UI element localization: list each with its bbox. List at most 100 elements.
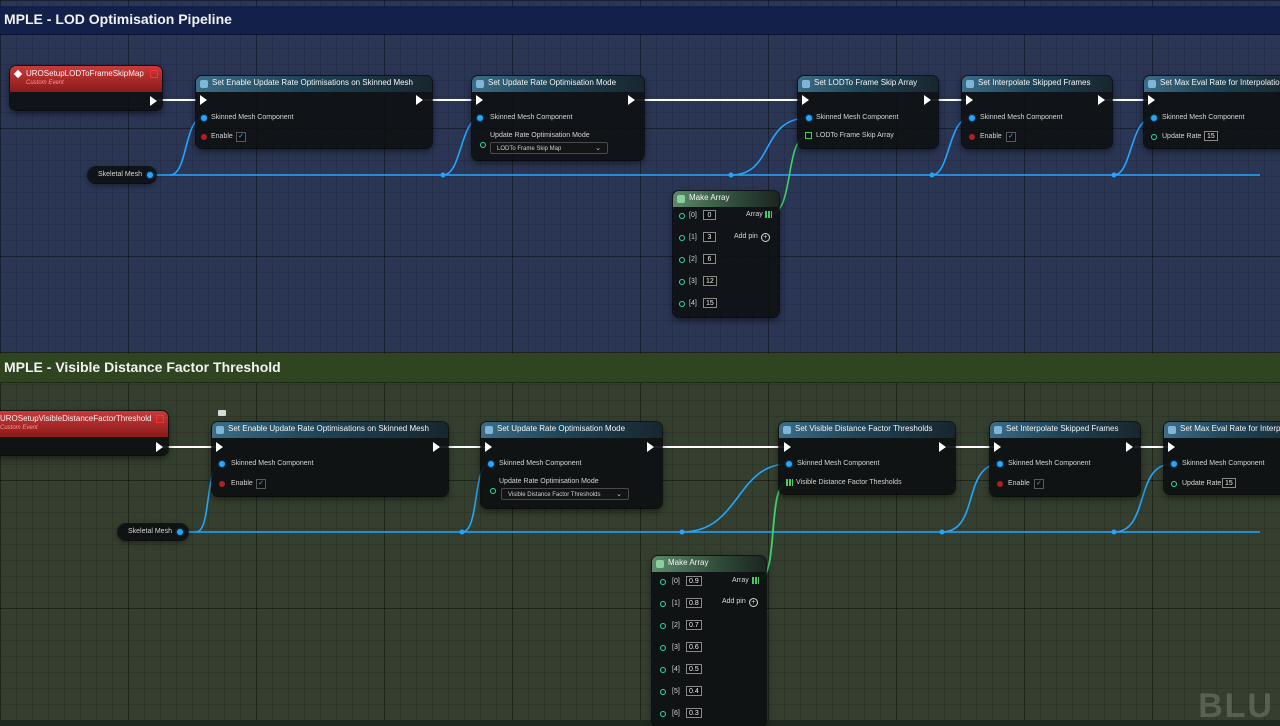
array-item-pin[interactable]	[660, 645, 666, 651]
skeletal-mesh-variable[interactable]: Skeletal Mesh	[118, 524, 188, 540]
update-rate-input[interactable]: 15	[1222, 478, 1236, 488]
exec-out-pin[interactable]	[924, 95, 931, 105]
target-pin[interactable]	[488, 461, 494, 467]
node-header[interactable]: Set Max Eval Rate for Interpolation	[1144, 76, 1280, 92]
target-pin[interactable]	[1151, 115, 1157, 121]
node-header[interactable]: Make Array	[652, 556, 766, 572]
exec-in-pin[interactable]	[200, 95, 207, 105]
enable-pin[interactable]	[997, 481, 1003, 487]
node-header[interactable]: Set LODTo Frame Skip Array	[798, 76, 938, 92]
comment-bubble-icon[interactable]	[218, 410, 226, 416]
exec-out-pin[interactable]	[628, 95, 635, 105]
custom-event-node[interactable]: UROSetupLODToFrameSkipMap Custom Event	[10, 66, 162, 110]
comment-region-visible-distance[interactable]: MPLE - Visible Distance Factor Threshold	[0, 352, 1280, 720]
comment-header[interactable]: MPLE - LOD Optimisation Pipeline	[0, 6, 1280, 35]
target-pin[interactable]	[997, 461, 1003, 467]
array-item-pin[interactable]	[679, 257, 685, 263]
set-update-rate-mode-node[interactable]: Set Update Rate Optimisation Mode Skinne…	[472, 76, 644, 160]
comment-header[interactable]: MPLE - Visible Distance Factor Threshold	[0, 354, 1280, 383]
object-out-pin[interactable]	[177, 529, 183, 535]
exec-out-pin[interactable]	[939, 442, 946, 452]
set-enable-update-rate-node[interactable]: Set Enable Update Rate Optimisations on …	[212, 422, 448, 496]
exec-out-pin[interactable]	[416, 95, 423, 105]
array-item-pin[interactable]	[679, 235, 685, 241]
event-header[interactable]: UROSetupVisibleDistanceFactorThreshold C…	[0, 411, 168, 437]
enable-pin[interactable]	[969, 134, 975, 140]
array-item-value[interactable]: 12	[703, 276, 717, 286]
mode-pin[interactable]	[490, 488, 496, 494]
array-item-value[interactable]: 0.8	[686, 598, 702, 608]
array-item-value[interactable]: 0.7	[686, 620, 702, 630]
array-item-pin[interactable]	[660, 667, 666, 673]
array-out-pin[interactable]	[765, 211, 772, 218]
enable-pin[interactable]	[219, 481, 225, 487]
rate-pin[interactable]	[1171, 481, 1177, 487]
array-item-pin[interactable]	[660, 623, 666, 629]
exec-in-pin[interactable]	[485, 442, 492, 452]
enable-checkbox[interactable]: ✓	[236, 132, 246, 142]
target-pin[interactable]	[201, 115, 207, 121]
target-pin[interactable]	[1171, 461, 1177, 467]
add-pin-button[interactable]: Add pin+	[722, 598, 758, 607]
exec-in-pin[interactable]	[216, 442, 223, 452]
enable-checkbox[interactable]: ✓	[256, 479, 266, 489]
array-item-value[interactable]: 3	[703, 232, 716, 242]
array-item-value[interactable]: 0.5	[686, 664, 702, 674]
exec-in-pin[interactable]	[784, 442, 791, 452]
array-item-value[interactable]: 0.6	[686, 642, 702, 652]
array-in-pin[interactable]	[786, 479, 793, 486]
set-update-rate-mode-node[interactable]: Set Update Rate Optimisation Mode Skinne…	[481, 422, 662, 508]
set-lod-frame-skip-array-node[interactable]: Set LODTo Frame Skip Array Skinned Mesh …	[798, 76, 938, 148]
enable-checkbox[interactable]: ✓	[1034, 479, 1044, 489]
array-item-pin[interactable]	[660, 689, 666, 695]
node-header[interactable]: Set Visible Distance Factor Thresholds	[779, 422, 955, 438]
node-header[interactable]: Set Enable Update Rate Optimisations on …	[196, 76, 432, 92]
exec-out-pin[interactable]	[150, 96, 157, 106]
comment-region-lod-pipeline[interactable]: MPLE - LOD Optimisation Pipeline	[0, 0, 1280, 352]
delegate-pin[interactable]	[156, 415, 164, 423]
node-header[interactable]: Set Update Rate Optimisation Mode	[472, 76, 644, 92]
exec-out-pin[interactable]	[156, 442, 163, 452]
array-in-pin[interactable]	[805, 132, 812, 139]
array-item-value[interactable]: 15	[703, 298, 717, 308]
update-rate-input[interactable]: 15	[1204, 131, 1218, 141]
array-item-value[interactable]: 0	[703, 210, 716, 220]
array-item-pin[interactable]	[679, 279, 685, 285]
node-header[interactable]: Set Update Rate Optimisation Mode	[481, 422, 662, 438]
array-item-pin[interactable]	[660, 579, 666, 585]
set-interpolate-skipped-frames-node[interactable]: Set Interpolate Skipped Frames Skinned M…	[990, 422, 1140, 496]
set-visible-distance-thresholds-node[interactable]: Set Visible Distance Factor Thresholds S…	[779, 422, 955, 494]
array-item-value[interactable]: 0.3	[686, 708, 702, 718]
make-array-node[interactable]: Make Array Array Add pin+ [0] 0 [1] 3 [2…	[673, 191, 779, 317]
node-header[interactable]: Set Max Eval Rate for Interpolation	[1164, 422, 1280, 438]
exec-out-pin[interactable]	[433, 442, 440, 452]
node-header[interactable]: Make Array	[673, 191, 779, 207]
mode-dropdown[interactable]: LODTo Frame Skip Map ⌄	[490, 142, 608, 154]
target-pin[interactable]	[806, 115, 812, 121]
set-max-eval-rate-node[interactable]: Set Max Eval Rate for Interpolation Skin…	[1164, 422, 1280, 494]
mode-dropdown[interactable]: Visible Distance Factor Thresholds ⌄	[501, 488, 629, 500]
rate-pin[interactable]	[1151, 134, 1157, 140]
set-enable-update-rate-node[interactable]: Set Enable Update Rate Optimisations on …	[196, 76, 432, 148]
set-max-eval-rate-node[interactable]: Set Max Eval Rate for Interpolation Skin…	[1144, 76, 1280, 148]
target-pin[interactable]	[969, 115, 975, 121]
target-pin[interactable]	[219, 461, 225, 467]
exec-out-pin[interactable]	[1126, 442, 1133, 452]
exec-in-pin[interactable]	[1168, 442, 1175, 452]
array-item-pin[interactable]	[679, 213, 685, 219]
add-pin-button[interactable]: Add pin+	[734, 233, 770, 242]
exec-out-pin[interactable]	[647, 442, 654, 452]
object-out-pin[interactable]	[147, 172, 153, 178]
make-array-node[interactable]: Make Array Array Add pin+ [0] 0.9 [1] 0.…	[652, 556, 766, 726]
custom-event-node[interactable]: UROSetupVisibleDistanceFactorThreshold C…	[0, 411, 168, 455]
exec-in-pin[interactable]	[1148, 95, 1155, 105]
exec-in-pin[interactable]	[476, 95, 483, 105]
enable-pin[interactable]	[201, 134, 207, 140]
target-pin[interactable]	[786, 461, 792, 467]
exec-in-pin[interactable]	[802, 95, 809, 105]
array-item-value[interactable]: 6	[703, 254, 716, 264]
exec-in-pin[interactable]	[994, 442, 1001, 452]
event-header[interactable]: UROSetupLODToFrameSkipMap Custom Event	[10, 66, 162, 92]
set-interpolate-skipped-frames-node[interactable]: Set Interpolate Skipped Frames Skinned M…	[962, 76, 1112, 148]
node-header[interactable]: Set Interpolate Skipped Frames	[990, 422, 1140, 438]
